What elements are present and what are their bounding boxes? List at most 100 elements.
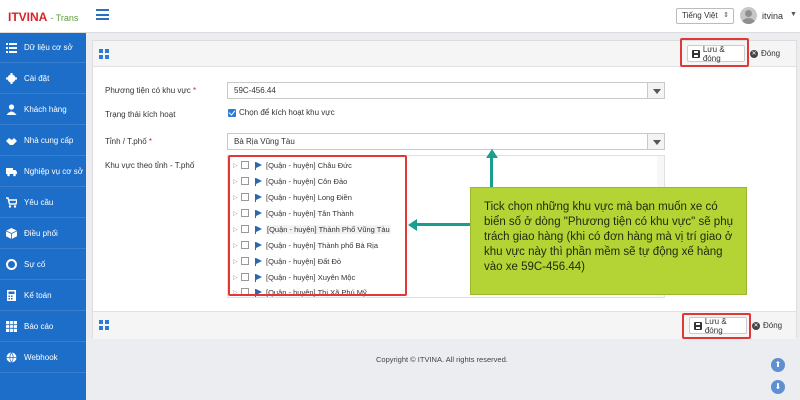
expand-icon[interactable]: ▷ xyxy=(233,194,238,201)
sidebar-item-label: Dữ liệu cơ sở xyxy=(24,43,73,52)
list-icon xyxy=(6,42,17,53)
flag-icon xyxy=(255,225,262,234)
globe-icon xyxy=(6,352,17,363)
checkbox[interactable] xyxy=(241,257,249,265)
checkbox[interactable] xyxy=(241,161,249,169)
checkbox[interactable] xyxy=(241,209,249,217)
panel-header: Lưu & đóng ✕ Đóng xyxy=(93,41,796,67)
close-button[interactable]: ✕ Đóng xyxy=(750,49,780,58)
app-logo[interactable]: ITVINA - Trans xyxy=(8,10,78,24)
user-icon xyxy=(6,104,17,115)
username[interactable]: itvina xyxy=(762,11,784,21)
vehicle-label: Phương tiện có khu vực * xyxy=(105,86,197,95)
checkbox-checked-icon[interactable] xyxy=(228,108,236,117)
expand-icon[interactable]: ▷ xyxy=(233,289,238,296)
close-icon: ✕ xyxy=(752,321,760,330)
activate-area-checkbox[interactable]: Chọn để kích hoạt khu vực xyxy=(228,108,335,117)
checkbox[interactable] xyxy=(241,177,249,185)
save-close-label: Lưu & đóng xyxy=(704,316,727,335)
hamburger-menu-icon[interactable] xyxy=(96,9,109,20)
expand-icon[interactable]: ▷ xyxy=(233,178,238,185)
sidebar-item-nha-cung-cap[interactable]: Nhà cung cấp xyxy=(0,126,86,156)
cart-icon xyxy=(6,197,17,208)
tree-item[interactable]: ▷[Quận - huyện] Thành Phố Vũng Tàu xyxy=(233,224,391,234)
sidebar-item-du-lieu-co-so[interactable]: Dữ liệu cơ sở xyxy=(0,33,86,63)
language-value: Tiếng Việt xyxy=(682,11,718,20)
sidebar-item-nghiep-vu-co-so[interactable]: Nghiệp vụ cơ sở xyxy=(0,157,86,187)
province-value: Bà Rịa Vũng Tàu xyxy=(234,137,295,146)
flag-icon xyxy=(255,273,262,282)
arrow-left-head xyxy=(408,218,417,231)
sidebar-item-dieu-phoi[interactable]: Điều phối xyxy=(0,219,86,249)
chevron-down-icon[interactable]: ▼ xyxy=(790,11,797,18)
scroll-up-icon[interactable]: ⬆ xyxy=(771,358,785,372)
checkbox[interactable] xyxy=(241,225,249,233)
dropdown-arrow-icon[interactable] xyxy=(647,83,664,98)
status-label: Trạng thái kích hoạt xyxy=(105,110,176,119)
province-select[interactable]: Bà Rịa Vũng Tàu xyxy=(227,133,665,150)
save-close-label: Lưu & đóng xyxy=(702,44,725,63)
scroll-down-icon[interactable]: ⬇ xyxy=(771,380,785,394)
checkbox[interactable] xyxy=(241,273,249,281)
sidebar-item-ke-toan[interactable]: Kế toán xyxy=(0,281,86,311)
sidebar-item-cai-dat[interactable]: Cài đặt xyxy=(0,64,86,94)
sidebar-item-bao-cao[interactable]: Báo cáo xyxy=(0,312,86,342)
sidebar-item-label: Webhook xyxy=(24,353,58,362)
floppy-disk-icon xyxy=(692,49,700,58)
tree-item[interactable]: ▷[Quận - huyện] Côn Đảo xyxy=(233,176,348,186)
province-label: Tỉnh / T.phố * xyxy=(105,137,153,146)
sidebar-item-label: Điều phối xyxy=(24,229,58,238)
avatar[interactable] xyxy=(740,7,757,24)
expand-icon[interactable]: ▷ xyxy=(233,162,238,169)
tree-item[interactable]: ▷[Quận - huyện] Xuyên Mộc xyxy=(233,272,356,282)
checkbox[interactable] xyxy=(241,241,249,249)
tree-item[interactable]: ▷[Quận - huyện] Long Điền xyxy=(233,192,352,202)
vehicle-select[interactable]: 59C-456.44 xyxy=(227,82,665,99)
vehicle-value: 59C-456.44 xyxy=(234,86,276,95)
sidebar-item-khach-hang[interactable]: Khách hàng xyxy=(0,95,86,125)
grid-icon xyxy=(99,320,109,330)
expand-icon[interactable]: ▷ xyxy=(233,210,238,217)
expand-icon[interactable]: ▷ xyxy=(233,274,238,281)
sidebar-item-label: Yêu cầu xyxy=(24,198,54,207)
tree-item[interactable]: ▷[Quận - huyện] Tân Thành xyxy=(233,208,354,218)
sidebar-item-webhook[interactable]: Webhook xyxy=(0,343,86,373)
sidebar-item-label: Báo cáo xyxy=(24,322,54,331)
cube-icon xyxy=(6,228,17,239)
table-icon xyxy=(6,321,17,332)
save-close-button[interactable]: Lưu & đóng xyxy=(689,316,747,335)
language-select[interactable]: Tiếng Việt ⇕ xyxy=(676,8,734,24)
flag-icon xyxy=(255,209,262,218)
expand-icon[interactable]: ▷ xyxy=(233,242,238,249)
area-label: Khu vực theo tỉnh - T.phố xyxy=(105,161,195,170)
tree-item[interactable]: ▷[Quận - huyện] Châu Đức xyxy=(233,160,352,170)
floppy-disk-icon xyxy=(694,321,702,330)
sidebar-item-label: Nhà cung cấp xyxy=(24,136,74,145)
grid-icon xyxy=(99,49,109,59)
arrow-up-line xyxy=(490,157,493,192)
expand-icon[interactable]: ▷ xyxy=(233,258,238,265)
logo-brand: ITVINA xyxy=(8,10,48,24)
sidebar-item-su-co[interactable]: Sự cố xyxy=(0,250,86,280)
highlight-frame-save-top xyxy=(680,38,749,67)
logo-suffix: - Trans xyxy=(50,13,79,23)
flag-icon xyxy=(255,193,262,202)
highlight-frame-save-bottom xyxy=(682,313,751,339)
expand-icon[interactable]: ▷ xyxy=(233,226,238,233)
close-icon: ✕ xyxy=(750,49,758,58)
flag-icon xyxy=(255,288,262,297)
dropdown-arrow-icon[interactable] xyxy=(647,134,664,149)
truck-icon xyxy=(6,166,17,177)
annotation-callout: Tick chọn những khu vực mà bạn muốn xe c… xyxy=(470,187,747,295)
tree-item[interactable]: ▷[Quận - huyện] Thành phố Bà Rịa xyxy=(233,240,379,250)
sidebar-item-label: Nghiệp vụ cơ sở xyxy=(24,167,83,176)
sidebar-item-label: Sự cố xyxy=(24,260,46,269)
checkbox[interactable] xyxy=(241,193,249,201)
close-button[interactable]: ✕ Đóng xyxy=(752,321,782,330)
top-bar: ITVINA - Trans Tiếng Việt ⇕ itvina ▼ xyxy=(0,0,800,33)
tree-item[interactable]: ▷[Quận - huyện] Đất Đỏ xyxy=(233,256,342,266)
save-close-button[interactable]: Lưu & đóng xyxy=(687,44,745,63)
panel-footer: Lưu & đóng ✕ Đóng xyxy=(93,311,796,339)
flag-icon xyxy=(255,177,262,186)
sidebar-item-yeu-cau[interactable]: Yêu cầu xyxy=(0,188,86,218)
